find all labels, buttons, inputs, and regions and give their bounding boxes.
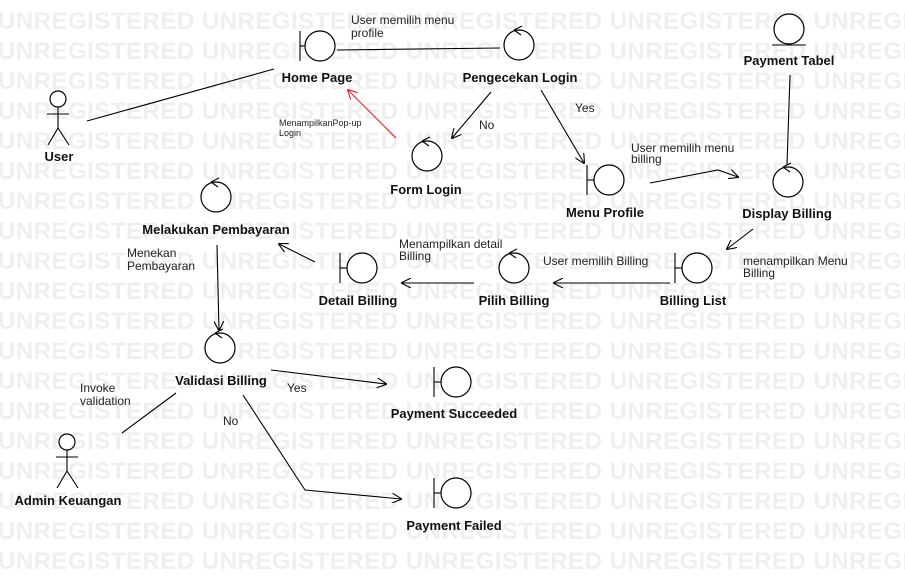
form-login-control-icon [411, 136, 443, 172]
node-label-detail-billing: Detail Billing [319, 293, 398, 308]
node-label-admin-keuangan: Admin Keuangan [15, 493, 122, 508]
edge-formlogin-homepage [348, 90, 397, 139]
edge-label-yes-valid: Yes [287, 381, 307, 395]
menu-profile-boundary-icon [586, 164, 625, 196]
payment-failed-boundary-icon [433, 477, 472, 509]
edge-validasi-succeeded [270, 369, 386, 384]
payment-succeeded-boundary-icon [433, 366, 472, 398]
edge-user-homepage [86, 68, 275, 122]
display-billing-control-icon [772, 162, 804, 198]
node-label-payment-tabel: Payment Tabel [744, 53, 835, 68]
node-label-user: User [45, 149, 74, 164]
admin-actor-icon [56, 433, 79, 489]
edge-validasi-failed [242, 394, 401, 499]
home-page-boundary-icon [299, 30, 336, 62]
node-label-melakukan-pembayaran: Melakukan Pembayaran [142, 222, 289, 237]
edge-label-no-valid: No [223, 414, 239, 428]
edge-pengecekan-formlogin [452, 91, 492, 138]
node-label-payment-failed: Payment Failed [406, 518, 501, 533]
validasi-billing-control-icon [204, 328, 236, 364]
payment-tabel-entity-icon [772, 13, 806, 46]
edge-melakukan-validasi [217, 244, 219, 330]
pilih-billing-control-icon [498, 248, 530, 284]
billing-list-boundary-icon [674, 252, 713, 284]
edge-label-user-memilih-billing: User memilih Billing [543, 254, 648, 268]
edge-label-yes-login: Yes [575, 101, 595, 115]
melakukan-pembayaran-control-icon [200, 177, 232, 213]
edge-admin-validasi [121, 392, 177, 434]
node-label-form-login: Form Login [390, 182, 462, 197]
node-label-billing-list: Billing List [660, 293, 727, 308]
edge-pengecekan-homepage [336, 47, 501, 51]
edge-menuprofile-displaybilling [649, 170, 738, 184]
edge-label-no-login: No [479, 118, 495, 132]
edge-paymenttabel-displaybilling [786, 74, 791, 166]
node-label-validasi-billing: Validasi Billing [175, 373, 267, 388]
edge-pengecekan-menuprofile [540, 89, 584, 163]
node-label-payment-succeeded: Payment Succeeded [391, 406, 518, 421]
node-label-display-billing: Display Billing [742, 206, 832, 221]
user-actor-icon [47, 90, 70, 146]
node-label-pilih-billing: Pilih Billing [479, 293, 550, 308]
node-label-menu-profile: Menu Profile [566, 205, 644, 220]
edge-detailbilling-melakukan [279, 244, 316, 263]
pengecekan-login-control-icon [503, 25, 535, 61]
detail-billing-boundary-icon [339, 252, 378, 284]
node-label-pengecekan-login: Pengecekan Login [463, 70, 578, 85]
node-label-home-page: Home Page [282, 70, 353, 85]
edge-displaybilling-billinglist [727, 228, 754, 249]
